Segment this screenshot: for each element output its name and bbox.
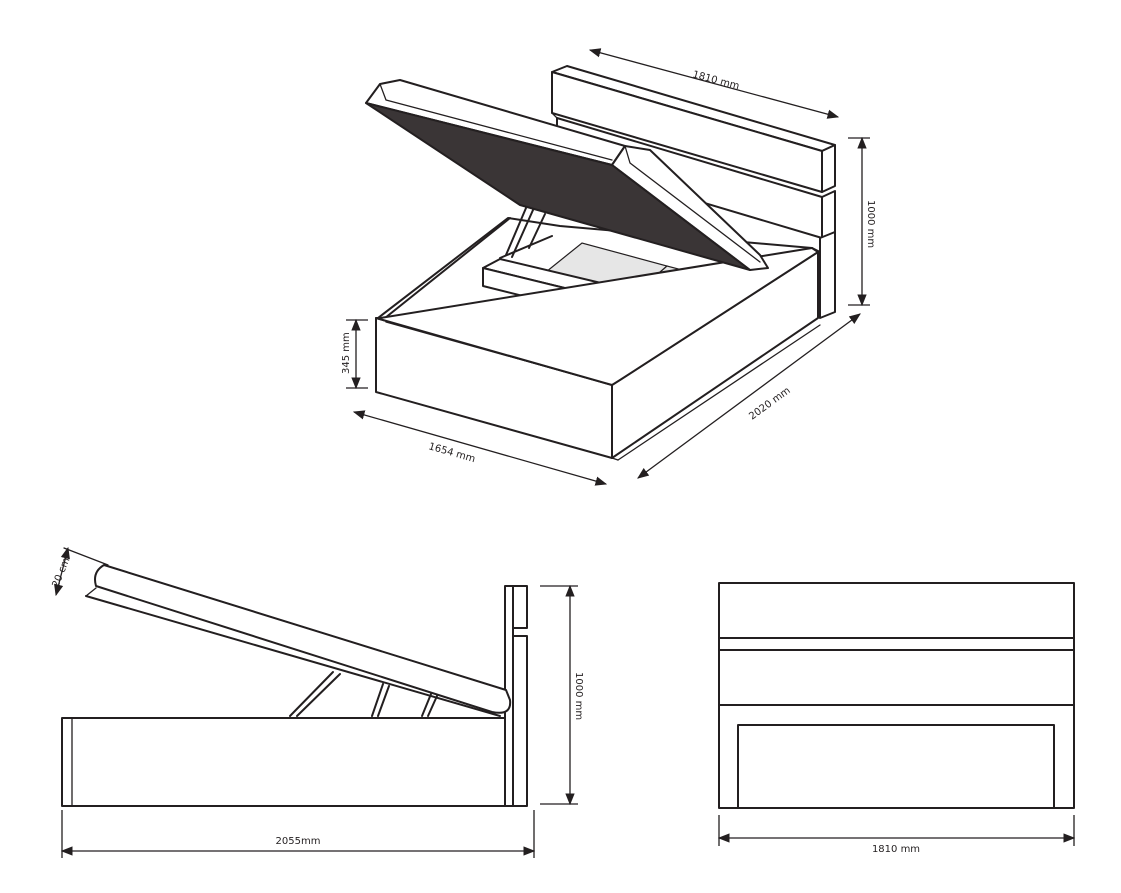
front-view: 1810 mm: [717, 582, 1076, 855]
frame-width-dimension: [352, 410, 608, 486]
side-lift-struts: [289, 671, 438, 717]
frame-length-dimension: [637, 313, 861, 479]
side-height-label: 1000 mm: [573, 672, 584, 720]
headboard-height-label: 1000 mm: [865, 200, 876, 248]
lid-thickness-dimension: [54, 546, 70, 597]
frame-length-label: 2020 mm: [747, 385, 792, 422]
lifted-lid: [365, 79, 769, 271]
side-base: [61, 717, 513, 807]
frame-height-label: 345 mm: [341, 332, 352, 374]
headboard-width-dimension: [588, 48, 840, 119]
side-view: 20 cm 1000 mm 2055mm: [51, 546, 584, 858]
side-lid: [85, 564, 512, 717]
front-width-label: 1810 mm: [872, 844, 920, 855]
front-base-panel: [737, 724, 1055, 809]
perspective-view: 1810 mm 1000 mm 345 mm 1654 mm 2020 mm: [341, 48, 876, 486]
headboard-width-label: 1810 mm: [691, 69, 740, 92]
lid-thickness-label: 20 cm: [51, 556, 73, 589]
side-length-label: 2055mm: [276, 836, 321, 847]
